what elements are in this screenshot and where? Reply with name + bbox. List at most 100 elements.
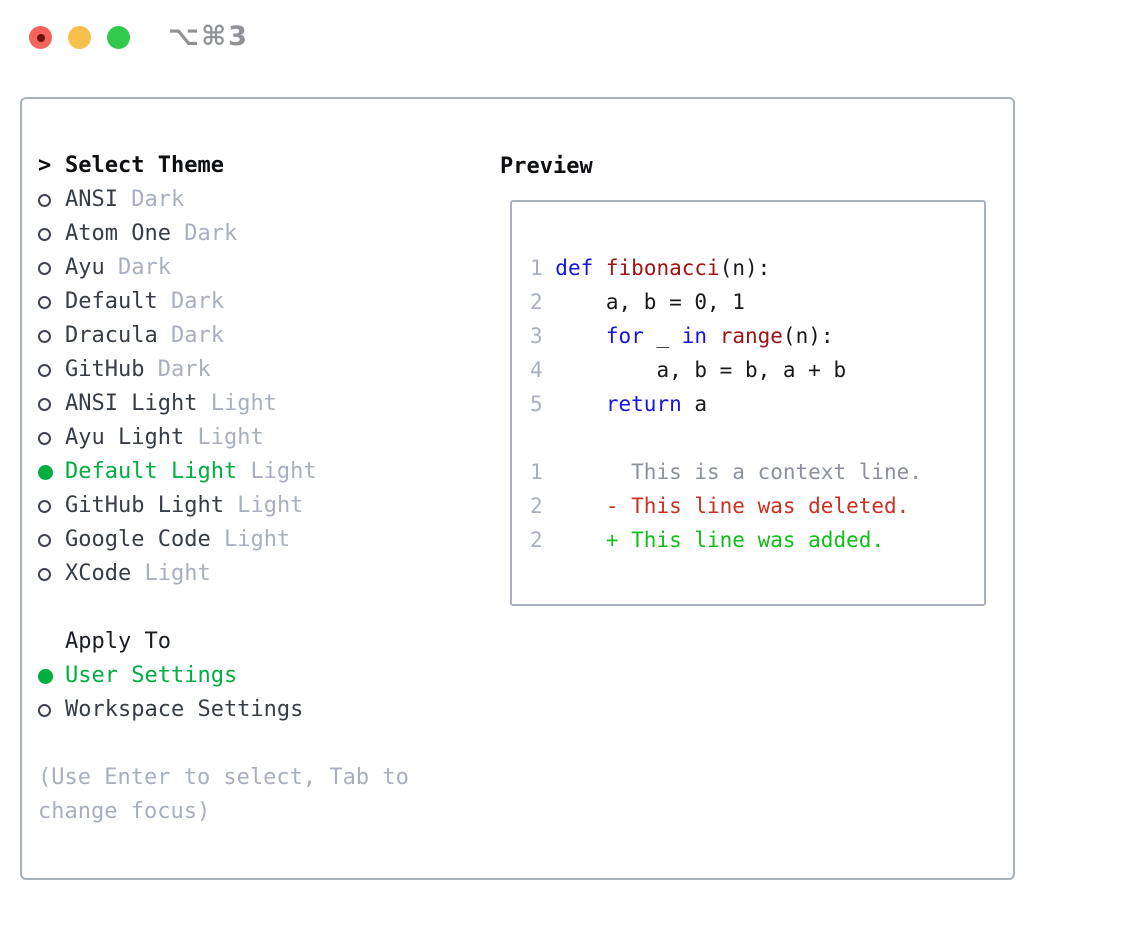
code-token-added: + This line was added.: [605, 528, 885, 552]
line-number: 4: [530, 358, 556, 382]
theme-name: Default Light: [65, 459, 238, 484]
theme-item[interactable]: Ayu Light Light: [38, 421, 409, 455]
code-token-plain: [555, 528, 606, 552]
code-line: 1 def fibonacci(n):: [530, 251, 922, 285]
theme-name: Ayu: [65, 255, 105, 280]
apply-option[interactable]: Workspace Settings: [38, 693, 409, 727]
name-variant-gap: [158, 285, 171, 319]
name-variant-gap: [211, 523, 224, 557]
theme-item[interactable]: Default Dark: [38, 285, 409, 319]
radio-icon: [38, 703, 65, 717]
line-number: 2: [530, 528, 556, 552]
theme-item[interactable]: Atom One Dark: [38, 217, 409, 251]
name-variant-gap: [105, 251, 118, 285]
apply-option[interactable]: User Settings: [38, 659, 409, 693]
code-token-plain: (n):: [719, 256, 771, 280]
radio-unselected-icon: [38, 295, 51, 309]
radio-unselected-icon: [38, 567, 51, 581]
name-variant-gap: [158, 319, 171, 353]
radio-unselected-icon: [38, 703, 51, 717]
radio-unselected-icon: [38, 499, 51, 513]
radio-icon: [38, 533, 65, 547]
minimize-button[interactable]: [68, 26, 91, 49]
theme-variant: Light: [197, 425, 264, 450]
theme-variant: Light: [250, 459, 317, 484]
line-number: 5: [530, 392, 556, 416]
theme-item[interactable]: Ayu Dark: [38, 251, 409, 285]
radio-icon: [38, 193, 65, 207]
theme-variant: Dark: [184, 221, 238, 246]
code-token-plain: a: [681, 392, 708, 416]
theme-name: ANSI Light: [65, 391, 198, 416]
radio-icon: [38, 668, 65, 684]
help-text-line-1: (Use Enter to select, Tab to: [38, 765, 409, 790]
code-token-plain: [555, 324, 606, 348]
maximize-button[interactable]: [107, 26, 130, 49]
radio-unselected-icon: [38, 533, 51, 547]
apply-to-header: Apply To: [65, 629, 171, 654]
line-number: 1: [530, 256, 556, 280]
name-variant-gap: [197, 387, 210, 421]
code-token-plain: a, b = 0, 1: [555, 290, 745, 314]
radio-icon: [38, 329, 65, 343]
theme-item[interactable]: GitHub Dark: [38, 353, 409, 387]
code-token-keyword: def: [555, 256, 594, 280]
line-number: 2: [530, 494, 556, 518]
code-token-keyword: in: [681, 324, 708, 348]
theme-item[interactable]: GitHub Light Light: [38, 489, 409, 523]
apply-to-header-row: Apply To: [38, 625, 409, 659]
theme-name: Dracula: [65, 323, 158, 348]
code-token-deleted: - This line was deleted.: [605, 494, 910, 518]
close-button[interactable]: [29, 26, 52, 49]
select-theme-header: Select Theme: [65, 153, 224, 178]
radio-unselected-icon: [38, 431, 51, 445]
diff-line: 2 + This line was added.: [530, 523, 922, 557]
line-number: 1: [530, 460, 556, 484]
theme-name: GitHub Light: [65, 493, 224, 518]
theme-item[interactable]: ANSI Light Light: [38, 387, 409, 421]
spacer-row: [38, 727, 409, 761]
help-text-line-2: change focus): [38, 799, 211, 824]
code-token-plain: [555, 494, 606, 518]
theme-variant: Dark: [170, 289, 224, 314]
theme-name: Ayu Light: [65, 425, 185, 450]
code-token-plain: _: [643, 324, 682, 348]
theme-item[interactable]: ANSI Dark: [38, 183, 409, 217]
code-token-keyword: return: [605, 392, 682, 416]
radio-selected-icon: [38, 668, 53, 684]
radio-icon: [38, 261, 65, 275]
code-token-plain: [555, 392, 606, 416]
theme-item[interactable]: Google Code Light: [38, 523, 409, 557]
code-line: 5 return a: [530, 387, 922, 421]
name-variant-gap: [171, 217, 184, 251]
theme-name: Default: [65, 289, 158, 314]
radio-selected-icon: [38, 464, 53, 480]
radio-unselected-icon: [38, 397, 51, 411]
theme-name: GitHub: [65, 357, 145, 382]
theme-variant: Light: [237, 493, 304, 518]
radio-icon: [38, 363, 65, 377]
code-token-context: This is a context line.: [555, 460, 922, 484]
theme-item[interactable]: Default Light Light: [38, 455, 409, 489]
prompt-caret: >: [38, 153, 52, 178]
radio-icon: [38, 227, 65, 241]
theme-name: Atom One: [65, 221, 171, 246]
theme-variant: Dark: [170, 323, 224, 348]
theme-variant: Dark: [157, 357, 211, 382]
theme-item[interactable]: Dracula Dark: [38, 319, 409, 353]
name-variant-gap: [237, 455, 250, 489]
radio-icon: [38, 397, 65, 411]
radio-icon: [38, 567, 65, 581]
code-token-plain: [593, 256, 606, 280]
radio-icon: [38, 499, 65, 513]
theme-item[interactable]: XCode Light: [38, 557, 409, 591]
code-line: 2 a, b = 0, 1: [530, 285, 922, 319]
code-token-function: range: [719, 324, 783, 348]
line-number: 3: [530, 324, 556, 348]
